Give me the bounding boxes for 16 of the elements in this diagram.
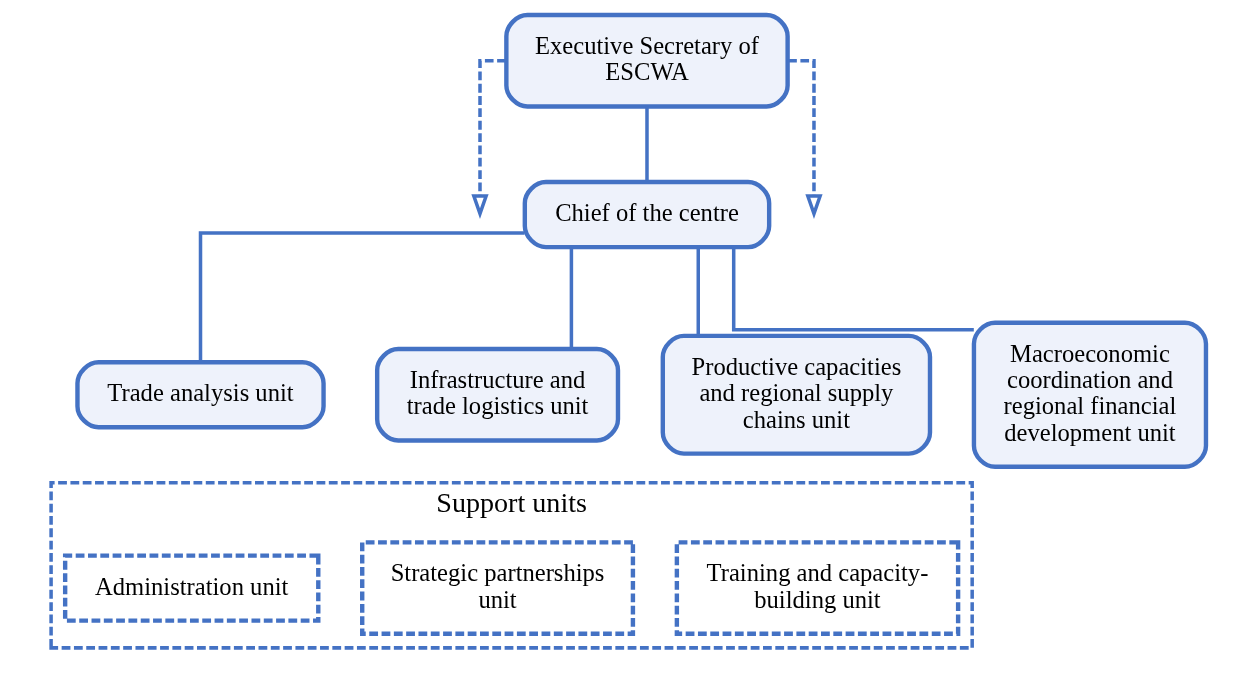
connector — [569, 247, 573, 350]
node-box: Training and capacity-building unit — [674, 540, 960, 636]
node-box: Infrastructure and trade logistics unit — [374, 346, 620, 443]
node-box: Administration unit — [62, 553, 320, 623]
connector — [696, 247, 700, 336]
node-box: Strategic partnerships unit — [359, 540, 635, 636]
connector — [731, 247, 974, 332]
arrow — [470, 59, 506, 219]
node-box: Productive capacities and regional supply chains unit — [660, 333, 932, 456]
connector — [644, 106, 649, 182]
node-box: Macroeconomic coordination and regional financial development unit — [971, 320, 1208, 469]
arrow — [787, 59, 823, 219]
node-box: Executive Secretary of ESCWA — [503, 12, 790, 109]
node-box: Trade analysis unit — [74, 360, 326, 430]
connector — [198, 231, 524, 362]
node-box: Chief of the centre — [522, 179, 771, 250]
